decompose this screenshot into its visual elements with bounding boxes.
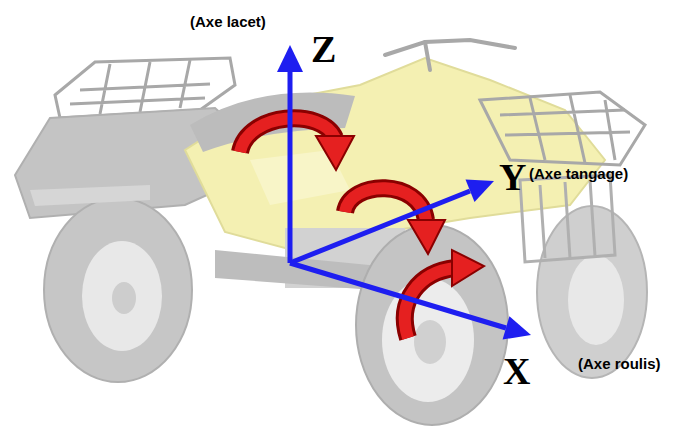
bumper-bars — [540, 180, 595, 258]
x-axis-line — [290, 263, 506, 328]
z-axis-head — [277, 45, 303, 72]
far-front-rim — [568, 255, 624, 345]
handlebar-stem — [425, 42, 430, 70]
z-axis-line — [288, 70, 293, 263]
handlebar-bar — [385, 40, 515, 55]
front-rack — [480, 92, 645, 165]
x-axis-head — [503, 316, 531, 339]
yaw-arrow-head — [316, 136, 354, 170]
axis-letter: Z — [311, 30, 336, 68]
axis-caption: (Axe roulis) — [578, 356, 661, 371]
exhaust — [30, 185, 150, 206]
front-wheel — [356, 225, 508, 425]
pitch-arrow-head — [408, 220, 445, 254]
axis-caption: (Axe tangage) — [529, 166, 628, 181]
bumper-frame — [520, 175, 615, 262]
front-rack-bars — [500, 95, 630, 163]
axis-caption: (Axe lacet) — [190, 14, 266, 29]
roll-arrow-head — [452, 250, 484, 286]
y-axis-line — [290, 191, 470, 263]
rear-rim — [82, 241, 162, 351]
front-bumper — [520, 175, 615, 262]
rotation-arrows — [240, 118, 484, 338]
axis-letter: Y — [499, 158, 526, 196]
rack-bars — [70, 60, 210, 114]
yaw-rotation-arrow — [240, 118, 354, 170]
rear-hub — [112, 282, 136, 314]
rear-wheel — [44, 198, 192, 382]
front-hub — [414, 320, 446, 364]
atv-drawing — [15, 40, 647, 425]
y-axis-head — [466, 180, 495, 202]
handlebar — [385, 40, 515, 70]
axes — [277, 45, 531, 340]
axis-letter: X — [503, 352, 530, 390]
roll-rotation-arrow — [405, 250, 484, 338]
front-rack-frame — [480, 92, 645, 165]
